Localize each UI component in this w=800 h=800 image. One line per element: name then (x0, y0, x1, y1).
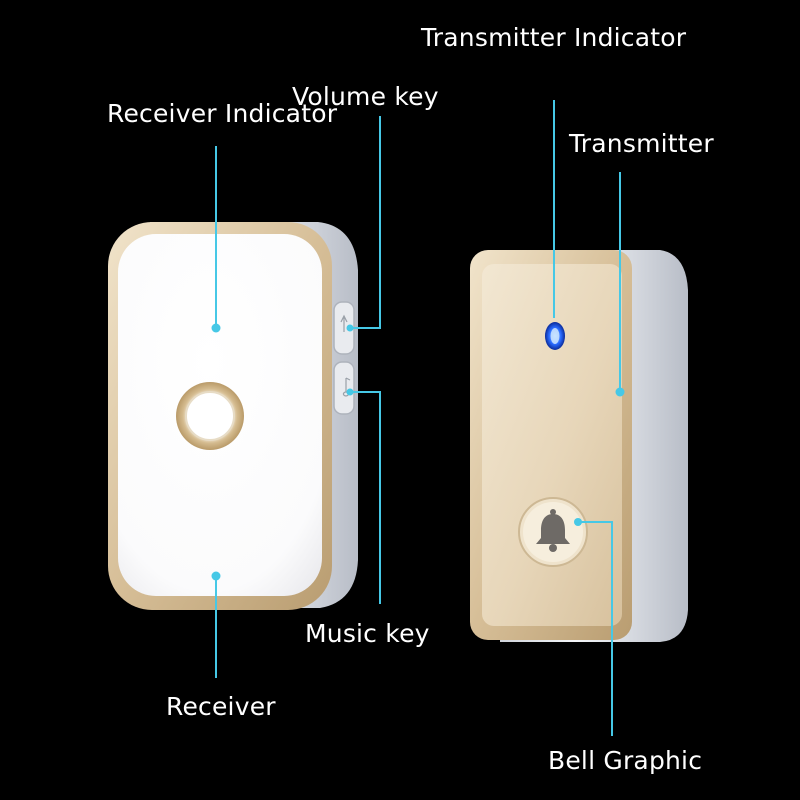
music-key-callout-line (350, 391, 381, 604)
music-key-dot (346, 388, 354, 396)
receiver-device (108, 222, 358, 610)
volume-icon (340, 314, 348, 332)
volume-key-callout-line (350, 116, 381, 329)
transmitter-label: Transmitter (569, 129, 714, 158)
bell-graphic-callout-line (578, 521, 613, 736)
transmitter-dot (615, 387, 625, 397)
transmitter-indicator-label: Transmitter Indicator (421, 23, 687, 52)
volume-key-dot (346, 324, 354, 332)
receiver-center-button (185, 391, 235, 441)
transmitter-face (482, 264, 622, 626)
receiver-label: Receiver (166, 692, 276, 721)
bell-graphic-dot (574, 518, 582, 526)
receiver-dot (211, 571, 221, 581)
transmitter-indicator-center (550, 328, 560, 344)
receiver-indicator-dot (211, 323, 221, 333)
bell-graphic-label: Bell Graphic (548, 746, 703, 775)
music-key-label: Music key (305, 619, 430, 648)
music-key-button (333, 361, 355, 415)
volume-key-label: Volume key (292, 82, 439, 111)
receiver-indicator-label: Receiver Indicator (107, 99, 338, 128)
bell-icon (536, 509, 570, 552)
transmitter-device (470, 250, 688, 642)
